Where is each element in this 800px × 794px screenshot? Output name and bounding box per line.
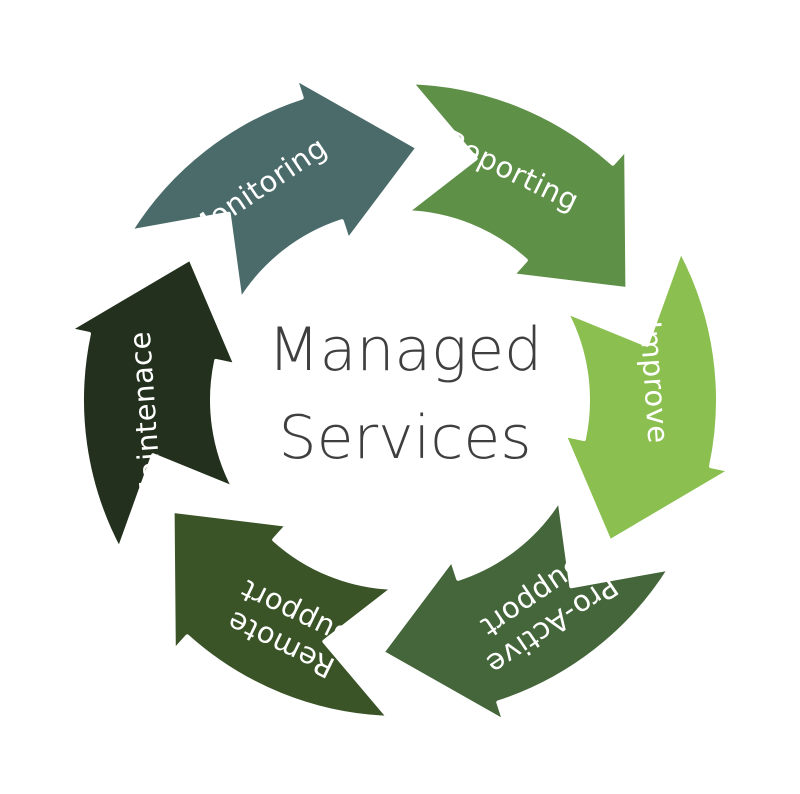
center-title-line-2: Services	[278, 403, 531, 473]
cycle-arrow-segment-4	[170, 508, 396, 720]
center-title-line-1: Managed	[268, 315, 542, 385]
cycle-arrow-segment-1	[404, 80, 630, 292]
segments-group	[67, 76, 733, 724]
cycle-arrow-segment-2	[562, 248, 733, 544]
cycle-arrow-segment-6	[128, 76, 420, 303]
cycle-arrow-segment-3	[380, 497, 672, 724]
cycle-arrow-segment-5	[67, 256, 238, 552]
